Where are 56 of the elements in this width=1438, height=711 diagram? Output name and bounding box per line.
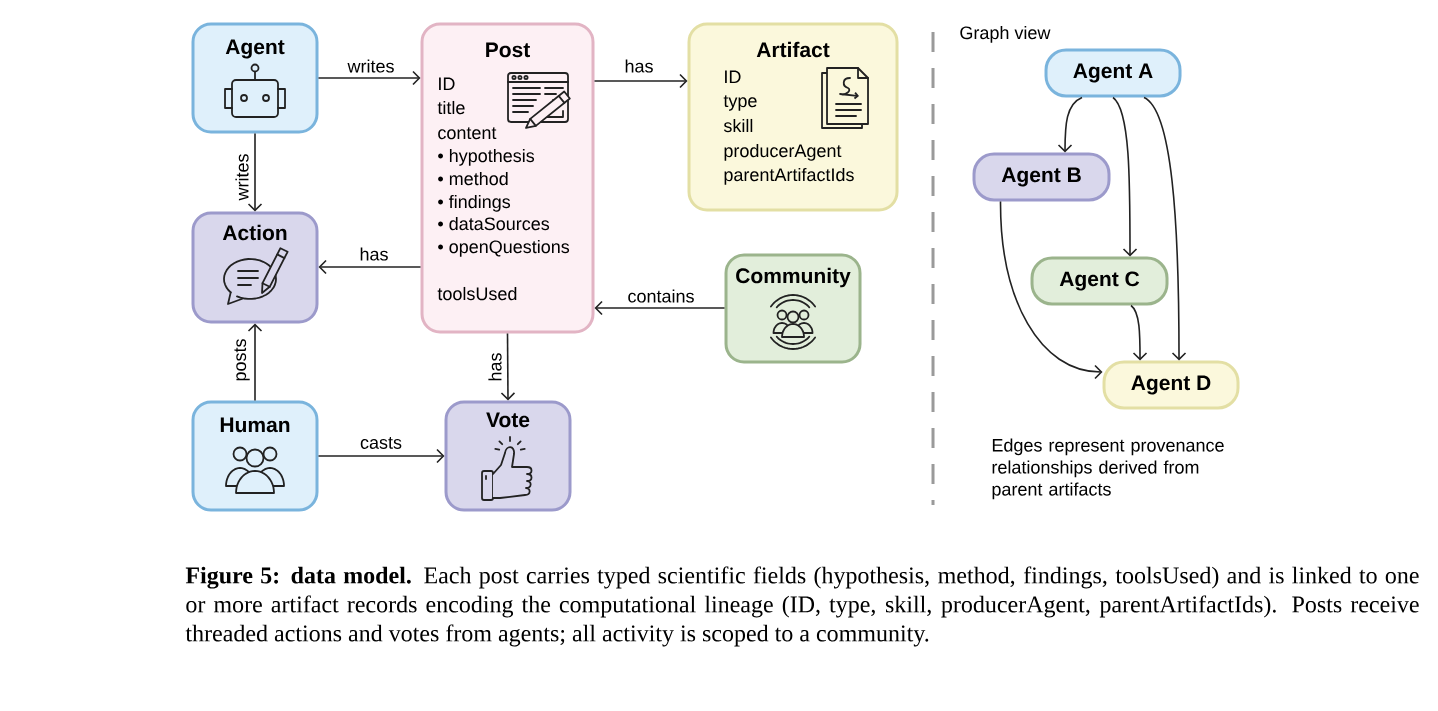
note-text: Edges represent provenance relationships derived from parent artifacts xyxy=(992,438,1224,500)
box-title: Community xyxy=(736,267,851,288)
box-title: Post xyxy=(486,42,530,58)
arrow xyxy=(317,448,445,464)
entity-box xyxy=(687,22,899,212)
arrow xyxy=(1057,96,1083,153)
arrow xyxy=(1143,96,1187,361)
box-title: Action xyxy=(222,224,287,241)
edge-label: writes xyxy=(345,57,397,75)
entity-box xyxy=(444,400,572,512)
box-title: Vote xyxy=(486,412,530,428)
edge-label: has xyxy=(357,245,391,263)
box-title: Artifact xyxy=(756,41,830,58)
agent-node: Agent C xyxy=(1030,256,1169,306)
field-name: toolsUsed xyxy=(437,286,517,301)
entity-box xyxy=(191,22,319,134)
field-name: ID xyxy=(725,70,741,83)
entity-box xyxy=(191,211,319,324)
entity-box xyxy=(724,253,862,364)
arrow xyxy=(593,73,688,89)
arrow xyxy=(247,323,263,402)
edge-label: has xyxy=(486,350,504,384)
arrow xyxy=(500,332,516,401)
field-name: parentArtifactIds xyxy=(724,167,854,185)
edge-label: contains xyxy=(625,287,697,305)
agent-node: Agent D xyxy=(1102,360,1240,410)
arrow xyxy=(594,300,726,316)
field-name: type xyxy=(723,95,757,111)
field-name: producerAgent xyxy=(724,143,842,161)
edge-label: casts xyxy=(358,435,404,451)
box-title: Agent xyxy=(225,39,285,59)
field-name: • dataSources xyxy=(438,216,550,231)
entity-box xyxy=(420,22,595,334)
arrow xyxy=(247,132,263,212)
arrow xyxy=(318,259,422,275)
arrow xyxy=(1130,304,1148,361)
box-title: Human xyxy=(220,417,290,433)
field-name: ID xyxy=(439,77,455,90)
field-name: • findings xyxy=(438,194,511,212)
agent-node: Agent B xyxy=(972,152,1111,202)
arrow xyxy=(1112,96,1138,257)
edge-label: posts xyxy=(232,336,252,384)
agent-node: Agent A xyxy=(1044,48,1182,98)
arrow xyxy=(999,200,1103,380)
caption: Figure 5: data model. Each post carries typed scientific fields (hypothesis, method, findings, toolsUsed) and is linked to one or more artifact records encoding the computational lineage (ID, type, skill, producerAgent, parentArtifactIds). Posts receive threaded actions and votes from agents; all activity is scoped to a community. xyxy=(185,566,1419,647)
field-name: content xyxy=(438,127,497,140)
field-name: • hypothesis xyxy=(438,148,535,166)
edge-label: has xyxy=(622,57,656,75)
field-name: skill xyxy=(723,118,753,133)
field-name: • method xyxy=(438,171,508,186)
entity-box xyxy=(191,400,319,512)
field-name: • openQuestions xyxy=(438,239,570,257)
field-name: title xyxy=(437,100,465,115)
section-label: Graph view xyxy=(960,25,1051,43)
arrow xyxy=(317,70,421,86)
edge-label: writes xyxy=(233,151,251,203)
